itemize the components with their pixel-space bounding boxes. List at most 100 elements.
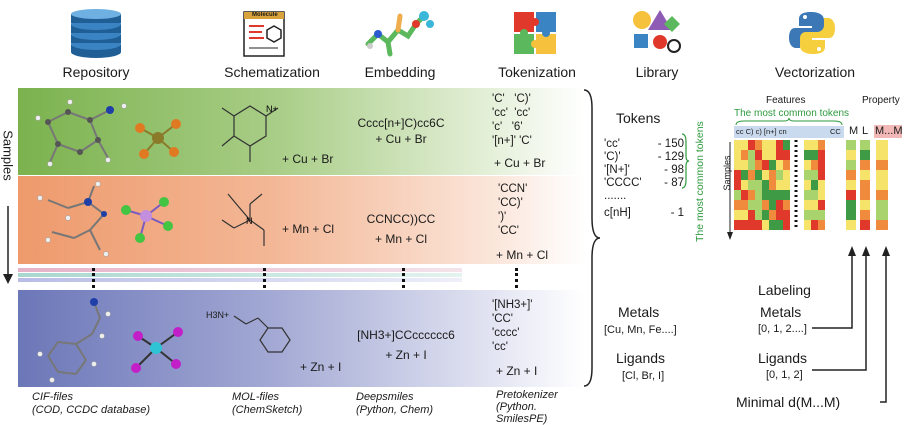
library-metals-list: [Cu, Mn, Fe....] <box>604 324 677 336</box>
matrix-cell <box>741 210 748 220</box>
matrix-cell <box>755 220 762 230</box>
matrix-cell <box>811 150 818 160</box>
matrix-cell <box>811 190 818 200</box>
matrix-cell <box>755 200 762 210</box>
library-tokens-title: Tokens <box>616 110 661 126</box>
header-vectorization: Vectorization <box>774 64 856 80</box>
matrix-cell <box>876 160 888 170</box>
matrix-cell <box>846 140 856 150</box>
labeling-metals-title: Metals <box>760 304 802 320</box>
footer-repository: CIF-files (COD, CCDC database) <box>32 391 150 416</box>
matrix-cell <box>748 180 755 190</box>
crystal-structure-image <box>37 298 183 383</box>
matrix-cell <box>762 220 769 230</box>
token-count-list: 'cc'- 150 'C)'- 129 '[N+]'- 98 'CCCC'- 8… <box>604 138 684 220</box>
matrix-cell <box>783 200 790 210</box>
features-columns-label: cc C) c) [n+] cn <box>736 127 787 136</box>
features-label: Features <box>766 95 806 106</box>
features-header-strip <box>734 126 844 138</box>
matrix-cell <box>762 210 769 220</box>
header-library: Library <box>635 64 679 80</box>
matrix-cell <box>804 170 811 180</box>
matrix-cell <box>776 190 783 200</box>
ammonium-label: H3N+ <box>206 310 230 320</box>
l-column-label: L <box>862 125 869 137</box>
green-brace-horizontal <box>735 118 843 126</box>
matrix-cell <box>783 210 790 220</box>
features-columns-label-end: CC <box>830 127 841 136</box>
matrix-cell <box>846 150 856 160</box>
labeling-distance: Minimal d(M...M) <box>736 394 841 410</box>
matrix-cell <box>804 150 811 160</box>
matrix-cell <box>755 150 762 160</box>
matrix-cell <box>846 170 856 180</box>
matrix-cell <box>876 220 888 230</box>
matrix-cell <box>783 170 790 180</box>
matrix-cell <box>804 190 811 200</box>
header-schematization: Schematization <box>224 64 320 80</box>
matrix-cell <box>748 170 755 180</box>
matrix-cell <box>860 220 870 230</box>
matrix-cell <box>804 210 811 220</box>
matrix-cell <box>804 220 811 230</box>
skeletal-formula: N+ <box>221 104 279 162</box>
smiles-row2: CCNCC))CC <box>366 212 436 226</box>
matrix-cell <box>755 190 762 200</box>
row-band-2 <box>18 176 584 264</box>
matrix-cell <box>762 140 769 150</box>
library-ligands-title: Ligands <box>616 350 666 366</box>
matrix-cell <box>734 150 741 160</box>
green-brace <box>681 133 690 189</box>
matrix-cell <box>860 150 870 160</box>
matrix-cell <box>741 170 748 180</box>
matrix-cell <box>762 170 769 180</box>
matrix-cell <box>860 200 870 210</box>
matrix-cell <box>734 200 741 210</box>
schema-ions-row3: + Zn + I <box>300 360 342 374</box>
matrix-cell <box>748 220 755 230</box>
matrix-cell <box>846 210 856 220</box>
skeletal-formula: N <box>221 193 265 246</box>
molecule-document-icon <box>243 11 285 57</box>
matrix-cell <box>818 150 825 160</box>
matrix-cell <box>755 170 762 180</box>
matrix-cell <box>734 180 741 190</box>
matrix-cell <box>769 180 776 190</box>
matrix-cell <box>860 190 870 200</box>
matrix-cell <box>818 210 825 220</box>
ellipsis-dots <box>515 268 518 288</box>
molecule-structure-icon <box>365 11 434 57</box>
matrix-cell <box>811 180 818 190</box>
footer-embedding: Deepsmiles (Python, Chem) <box>356 391 434 416</box>
separator-strip-pink <box>18 268 462 272</box>
feature-matrix <box>734 140 888 230</box>
matrix-cell <box>734 170 741 180</box>
token-count-row: ....... <box>604 190 627 202</box>
matrix-cell <box>818 200 825 210</box>
matrix-cell <box>762 180 769 190</box>
crystal-structure-image <box>35 99 181 167</box>
matrix-cell <box>846 180 856 190</box>
matrix-cell <box>876 200 888 210</box>
matrix-cell <box>741 200 748 210</box>
matrix-cell <box>755 180 762 190</box>
schema-ions-row2: + Mn + Cl <box>282 222 335 236</box>
matrix-cell <box>811 170 818 180</box>
matrix-cell <box>776 210 783 220</box>
separator-strip-lavender <box>18 278 462 282</box>
matrix-cell <box>776 150 783 160</box>
matrix-cell <box>818 140 825 150</box>
matrix-cell <box>769 190 776 200</box>
matrix-cell <box>846 160 856 170</box>
tokens-row2: 'CCN' 'CC)' ')' 'CC' <box>498 183 528 237</box>
library-ligands-list: [Cl, Br, I] <box>622 370 665 382</box>
brace-divider <box>583 89 601 387</box>
separator-strip-teal <box>18 273 462 277</box>
ellipsis-dots <box>92 268 95 288</box>
header-embedding: Embedding <box>364 64 436 80</box>
header-repository: Repository <box>62 64 130 80</box>
m-column-label: M <box>849 125 859 137</box>
matrix-cell <box>783 140 790 150</box>
svg-text:N+: N+ <box>266 104 278 114</box>
matrix-cell <box>734 210 741 220</box>
